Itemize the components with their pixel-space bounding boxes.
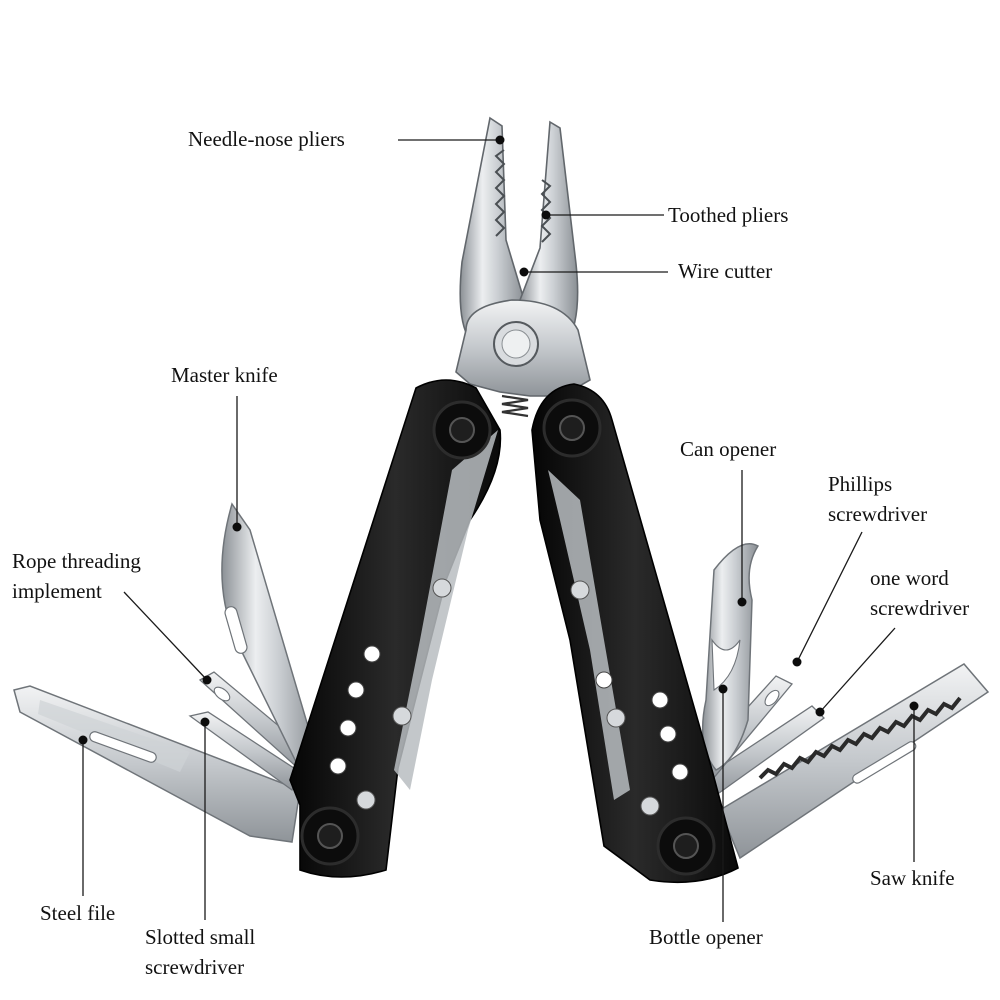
label-bottle-opener: Bottle opener (649, 925, 763, 949)
leader-master-knife (232, 396, 242, 532)
right-handle (531, 383, 739, 884)
leader-slotted-screwdriver (200, 717, 210, 920)
label-rope-threading-implement: Rope threading implement (12, 549, 141, 603)
label-wire-cutter: Wire cutter (678, 259, 773, 283)
leader-phillips (792, 531, 863, 667)
pliers-head (455, 116, 591, 418)
leader-can-opener (737, 470, 747, 607)
label-toothed-pliers: Toothed pliers (668, 203, 789, 227)
can-opener-tool (701, 543, 760, 771)
leader-saw-knife (909, 701, 919, 862)
leader-rope-threading (123, 591, 212, 685)
label-steel-file: Steel file (40, 901, 116, 925)
label-saw-knife: Saw knife (870, 866, 955, 890)
saw-knife-blade (719, 663, 990, 860)
label-can-opener: Can opener (680, 437, 777, 461)
label-phillips-screwdriver: Phillips screwdriver (828, 472, 928, 526)
leader-needle-nose (398, 135, 505, 145)
leader-bottle-opener (718, 684, 728, 922)
leader-wire-cutter (519, 267, 668, 277)
leader-one-word (815, 627, 896, 717)
leader-steel-file (78, 735, 88, 896)
label-master-knife: Master knife (171, 363, 278, 387)
left-handle (289, 379, 502, 878)
steel-file-blade (13, 685, 301, 843)
label-needle-nose-pliers: Needle-nose pliers (188, 127, 345, 151)
label-one-word-screwdriver: one word screwdriver (870, 566, 970, 620)
leader-toothed-pliers (541, 210, 664, 220)
label-slotted-small-screwdriver: Slotted small screwdriver (145, 925, 256, 979)
